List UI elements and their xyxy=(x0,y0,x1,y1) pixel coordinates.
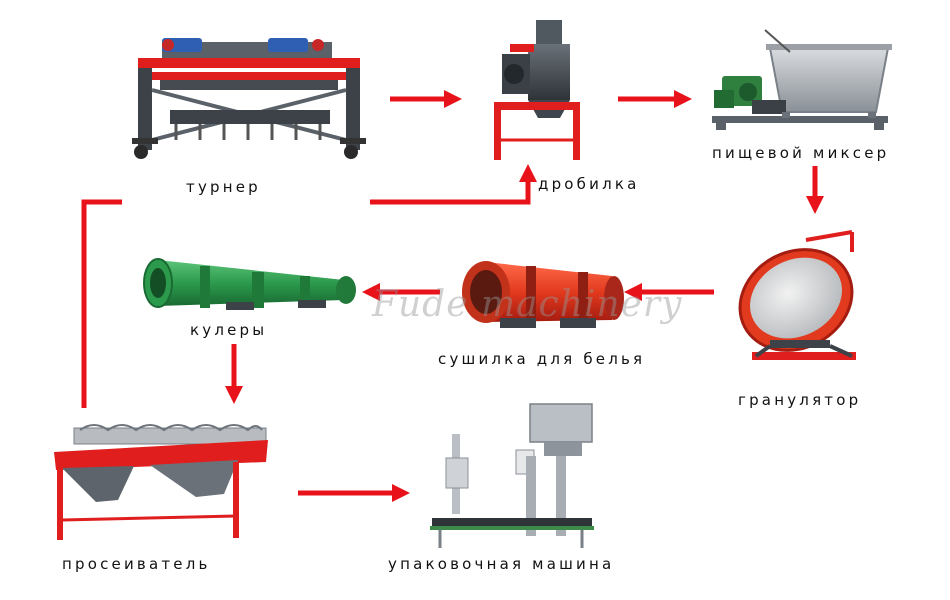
arrow-turner-to-crusher xyxy=(390,90,462,108)
cooler-machine-icon xyxy=(143,258,356,310)
label-packer: упаковочная машина xyxy=(388,555,615,573)
watermark-text: Fude machinery xyxy=(372,284,683,325)
flow-arrows xyxy=(81,90,824,502)
arrow-dryer-to-cooler xyxy=(362,283,440,301)
turner-machine-icon xyxy=(132,38,366,159)
label-turner: турнер xyxy=(186,178,261,196)
label-dryer: сушилка для белья xyxy=(438,350,646,368)
screener-machine-icon xyxy=(54,424,268,540)
mixer-machine-icon xyxy=(712,29,892,130)
packing-machine-icon xyxy=(430,403,594,548)
label-mixer: пищевой миксер xyxy=(712,144,890,162)
dryer-machine-icon xyxy=(462,261,624,328)
crusher-machine-icon xyxy=(494,20,580,160)
return-loop-screener-to-crusher xyxy=(81,164,537,408)
label-crusher: дробилка xyxy=(538,175,640,193)
granulator-machine-icon xyxy=(738,230,856,360)
label-granulator: гранулятор xyxy=(738,391,862,409)
arrow-screener-to-packer xyxy=(298,484,410,502)
arrow-granulator-to-dryer xyxy=(624,283,714,301)
label-screener: просеиватель xyxy=(62,555,211,573)
arrow-crusher-to-mixer xyxy=(618,90,692,108)
label-cooler: кулеры xyxy=(190,321,268,339)
arrow-mixer-to-granulator xyxy=(806,166,824,214)
arrow-cooler-to-screener xyxy=(225,344,243,404)
